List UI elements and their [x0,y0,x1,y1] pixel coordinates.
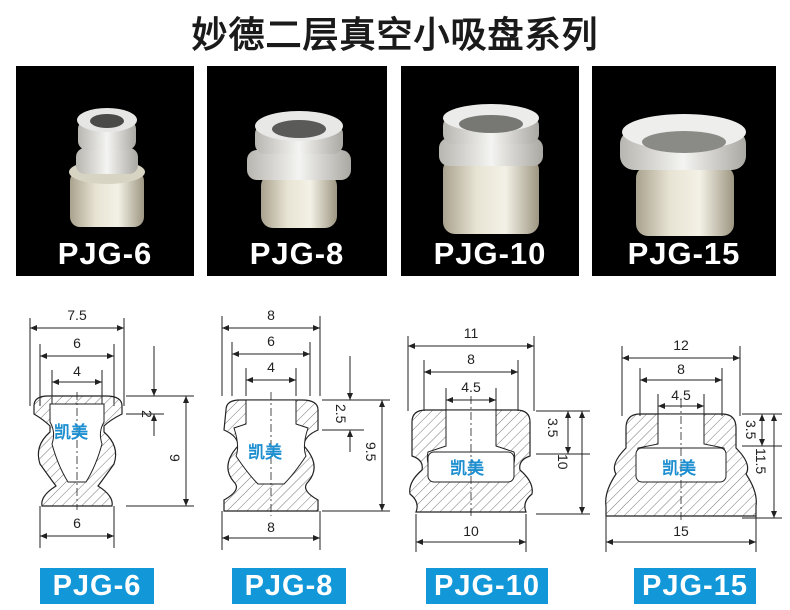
dim-height: 9.5 [363,442,379,462]
dim-base: 6 [73,515,81,531]
product-photo-pjg-6: PJG-6 [16,66,194,276]
product-photo-pjg-15: PJG-15 [592,66,776,276]
model-label-pjg-10: PJG-10 [426,568,548,604]
technical-drawing: 凯美 11 8 4.5 10 3.5 10 [407,325,590,552]
product-photo-label: PJG-6 [57,236,153,271]
dim-lip: 3.5 [743,420,759,440]
dim-mid: 6 [267,333,275,349]
product-photo-label: PJG-15 [627,236,741,271]
product-photo-label: PJG-8 [249,236,345,271]
dim-top: 12 [673,337,689,353]
dim-top: 8 [267,307,275,323]
suction-cup-image [69,108,145,227]
model-label-pjg-15: PJG-15 [634,568,756,604]
dim-inner: 4 [73,363,81,379]
dim-inner: 4.5 [461,379,481,395]
dim-height: 11.5 [753,448,769,474]
dim-lip: 3.5 [545,418,561,438]
drawing-pjg-15: 凯美 12 8 4.5 15 3.5 11.5 [596,296,786,560]
dim-inner: 4 [267,359,275,375]
model-label-pjg-6: PJG-6 [40,568,154,604]
watermark: 凯美 [450,458,485,479]
suction-cup-image [620,114,746,236]
watermark: 凯美 [54,422,89,443]
product-photo-pjg-8: PJG-8 [207,66,387,276]
dim-inner: 4.5 [671,387,691,403]
dim-height: 9 [167,454,183,462]
page-title: 妙德二层真空小吸盘系列 [191,15,599,56]
technical-drawing: 凯美 7.5 6 4 6 2 9 [29,307,194,548]
technical-drawing: 凯美 8 6 4 8 2.5 9.5 [221,307,390,550]
dim-height: 10 [555,454,571,470]
product-photo-label: PJG-10 [433,236,547,271]
dim-lip: 2.5 [333,404,349,424]
product-photo-pjg-10: PJG-10 [401,66,579,276]
dim-mid: 6 [73,335,81,351]
drawing-pjg-6: 凯美 7.5 6 4 6 2 9 [14,296,200,560]
dim-top: 7.5 [67,307,87,323]
model-label-pjg-8: PJG-8 [232,568,346,604]
dim-base: 15 [673,523,689,539]
watermark: 凯美 [248,442,283,463]
suction-cup-image [247,111,351,228]
dim-base: 10 [463,523,479,539]
drawing-pjg-10: 凯美 11 8 4.5 10 3.5 10 [398,296,594,560]
dim-base: 8 [267,519,275,535]
suction-cup-image [439,104,543,234]
dim-top: 11 [464,325,479,341]
dim-lip: 2 [139,410,155,418]
drawing-pjg-8: 凯美 8 6 4 8 2.5 9.5 [204,296,394,560]
technical-drawing: 凯美 12 8 4.5 15 3.5 11.5 [605,337,782,552]
watermark: 凯美 [662,458,697,479]
dim-mid: 8 [677,361,685,377]
dim-mid: 8 [467,351,475,367]
